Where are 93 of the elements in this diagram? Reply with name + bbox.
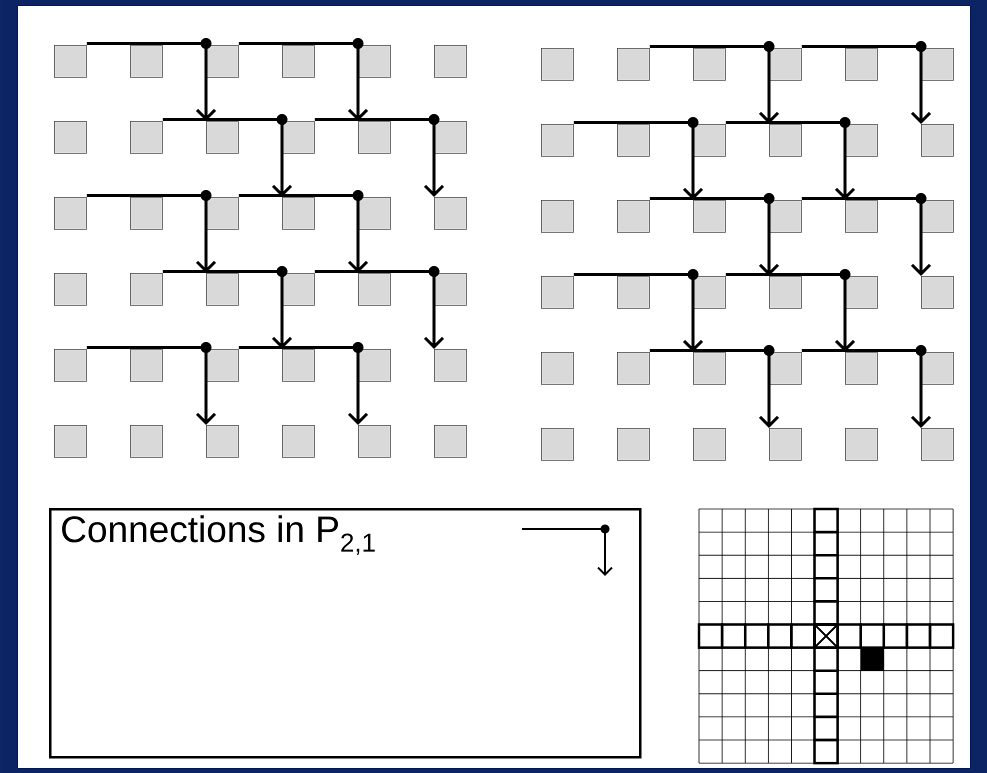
square [693, 48, 726, 81]
square [693, 200, 726, 233]
square [769, 352, 802, 385]
connection-arrow [802, 41, 932, 124]
square [358, 197, 391, 230]
square [769, 428, 802, 461]
square [206, 121, 239, 154]
square [693, 352, 726, 385]
connection-arrow [86, 38, 216, 121]
square [54, 45, 87, 78]
square [769, 276, 802, 309]
square [130, 121, 163, 154]
square [617, 124, 650, 157]
square [617, 48, 650, 81]
connection-arrow [650, 193, 780, 276]
connection-arrow [314, 114, 444, 197]
connection-arrow [726, 117, 856, 200]
connection-arrow [574, 269, 704, 352]
square [358, 349, 391, 382]
square [282, 273, 315, 306]
square [617, 276, 650, 309]
connection-arrow [86, 342, 216, 425]
square [921, 352, 954, 385]
connection-arrow [802, 345, 932, 428]
connection-arrow [162, 114, 292, 197]
square [130, 273, 163, 306]
square [693, 276, 726, 309]
square [434, 349, 467, 382]
square [845, 124, 878, 157]
square [541, 48, 574, 81]
connection-arrow [162, 266, 292, 349]
connection-arrow [238, 190, 368, 273]
square [769, 200, 802, 233]
square [617, 428, 650, 461]
square [206, 45, 239, 78]
square [693, 428, 726, 461]
square [54, 425, 87, 458]
connection-arrow [650, 345, 780, 428]
square [845, 276, 878, 309]
square [54, 121, 87, 154]
square [206, 349, 239, 382]
connection-arrow [238, 38, 368, 121]
square [54, 197, 87, 230]
square [921, 124, 954, 157]
square [130, 197, 163, 230]
connection-arrow [574, 117, 704, 200]
connection-arrow [802, 193, 932, 276]
square [206, 425, 239, 458]
square [845, 200, 878, 233]
connection-arrow [726, 269, 856, 352]
square [921, 276, 954, 309]
square [921, 48, 954, 81]
connection-arrow [86, 190, 216, 273]
square [130, 425, 163, 458]
square [206, 273, 239, 306]
square [358, 45, 391, 78]
square [434, 197, 467, 230]
square [130, 45, 163, 78]
connection-arrow [238, 342, 368, 425]
square [54, 349, 87, 382]
square [617, 200, 650, 233]
square [130, 349, 163, 382]
square [845, 48, 878, 81]
square [434, 273, 467, 306]
connection-arrow [314, 266, 444, 349]
square [769, 124, 802, 157]
square [206, 197, 239, 230]
square [541, 200, 574, 233]
square [282, 349, 315, 382]
text-box: Connections in P$_{2,1}$ [49, 508, 642, 758]
square [617, 352, 650, 385]
square [921, 428, 954, 461]
square [541, 124, 574, 157]
square [434, 45, 467, 78]
square [282, 45, 315, 78]
square [541, 352, 574, 385]
square [769, 48, 802, 81]
square [434, 425, 467, 458]
square [358, 273, 391, 306]
square [845, 428, 878, 461]
connection-arrow [650, 41, 780, 124]
square [541, 428, 574, 461]
square [54, 273, 87, 306]
square [358, 425, 391, 458]
square [921, 200, 954, 233]
square [358, 121, 391, 154]
square [693, 124, 726, 157]
square [282, 197, 315, 230]
square [282, 425, 315, 458]
square [845, 352, 878, 385]
square [434, 121, 467, 154]
square [541, 276, 574, 309]
square [282, 121, 315, 154]
